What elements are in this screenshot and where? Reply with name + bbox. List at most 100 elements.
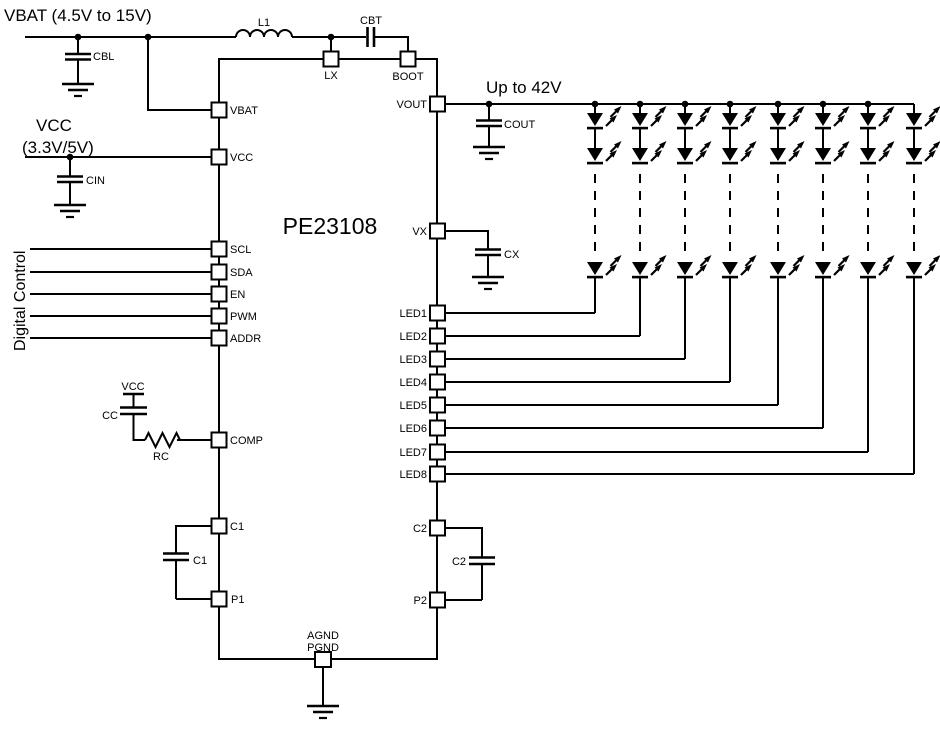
cbl-label: CBL <box>93 51 114 63</box>
ic-pins-top: LX BOOT <box>322 50 424 83</box>
cbt-capacitor <box>366 27 376 47</box>
digital-control-label: Digital Control <box>12 251 29 351</box>
pin-led1 <box>429 304 446 322</box>
pin-led5 <box>429 396 446 414</box>
vbat-input-rail: VBAT (4.5V to 15V) L1 CBL <box>4 6 366 111</box>
pin-p1 <box>210 590 228 608</box>
led-string-8 <box>445 104 940 475</box>
pin-vcc <box>210 148 228 166</box>
pin-led8 <box>429 465 446 483</box>
pin-led7-label: LED7 <box>399 447 427 459</box>
cc-label: CC <box>102 410 118 422</box>
digital-control-inputs: Digital Control <box>12 248 211 351</box>
cbt-wire <box>374 36 409 52</box>
ic-pins-right: VOUT VX LED1 LED2 LED3 LED4 LED5 LED6 LE… <box>396 95 446 609</box>
pin-agnd-label: AGND <box>307 630 339 642</box>
pin-boot-label: BOOT <box>392 71 423 83</box>
pin-p1-label: P1 <box>231 594 244 606</box>
c1-cap-loop: C1 <box>163 525 211 600</box>
c2-cap-label: C2 <box>452 556 466 568</box>
pin-c2 <box>429 519 446 537</box>
ic-pins-left: VBAT VCC SCL SDA EN PWM ADDR COMP C1 P1 <box>210 101 263 608</box>
vcc-input-label: VCC <box>36 116 72 135</box>
led-string-2 <box>445 100 667 337</box>
pin-pwm <box>210 307 228 325</box>
cout-label: COUT <box>504 119 535 131</box>
ground-symbol <box>305 704 341 720</box>
cout-capacitor <box>476 119 502 128</box>
pin-led4-label: LED4 <box>399 377 427 389</box>
bootstrap-network: CBT <box>330 15 409 52</box>
vcc-tap-label: VCC <box>121 381 144 393</box>
cc-lead2 <box>132 414 145 441</box>
cbl-capacitor <box>65 52 91 61</box>
led-string-3 <box>445 100 712 360</box>
pin-sda <box>210 263 228 281</box>
pin-vx <box>429 222 446 240</box>
pin-scl <box>210 240 228 258</box>
vbat-input-label: VBAT (4.5V to 15V) <box>4 6 152 25</box>
c2-lead <box>445 527 483 557</box>
cx-capacitor <box>475 248 501 257</box>
pin-led2 <box>429 327 446 345</box>
cx-lead <box>445 230 489 249</box>
pin-vx-label: VX <box>412 226 427 238</box>
ground-symbol <box>470 275 506 291</box>
cbt-label: CBT <box>360 15 382 27</box>
cc-capacitor <box>120 406 147 416</box>
led-string-1 <box>445 100 622 314</box>
vbat-pin-wire <box>147 37 211 111</box>
pin-led3 <box>429 350 446 368</box>
pin-scl-label: SCL <box>230 244 251 256</box>
c2-cap-loop: C2 <box>445 527 495 601</box>
pin-c1-label: C1 <box>230 521 244 533</box>
pin-led3-label: LED3 <box>399 354 427 366</box>
pin-addr-label: ADDR <box>230 333 261 345</box>
pin-led5-label: LED5 <box>399 400 427 412</box>
output-rail: Up to 42V COUT CX <box>445 78 914 291</box>
inductor-l1-label: L1 <box>258 17 270 29</box>
led-string-7 <box>445 100 895 453</box>
ground-symbol <box>471 145 507 161</box>
output-voltage-label: Up to 42V <box>486 78 562 97</box>
pin-led4 <box>429 373 446 391</box>
pin-addr <box>210 329 228 347</box>
pin-c1 <box>210 517 228 535</box>
c1-cap-label: C1 <box>193 555 207 567</box>
pin-comp-label: COMP <box>230 435 263 447</box>
led-array <box>445 100 940 475</box>
pin-p2-label: P2 <box>414 595 427 607</box>
ic-outline <box>218 58 438 660</box>
pin-comp <box>210 431 228 449</box>
inductor-l1-coil <box>235 29 293 38</box>
pin-sda-label: SDA <box>230 267 253 279</box>
pin-vout <box>429 95 446 113</box>
led-string-5 <box>445 100 805 406</box>
pin-led7 <box>429 443 446 461</box>
pin-lx <box>322 50 340 68</box>
pin-lx-label: LX <box>324 70 338 82</box>
pin-led6 <box>429 419 446 437</box>
pin-vbat-label: VBAT <box>230 105 258 117</box>
pin-en-label: EN <box>230 289 245 301</box>
pin-led2-label: LED2 <box>399 331 427 343</box>
ground-symbol <box>52 203 88 219</box>
pin-pwm-label: PWM <box>230 311 257 323</box>
ground-symbol <box>60 82 96 98</box>
pin-led6-label: LED6 <box>399 423 427 435</box>
pin-vout-label: VOUT <box>396 99 427 111</box>
cin-label: CIN <box>86 175 105 187</box>
pin-c2-label: C2 <box>413 523 427 535</box>
pin-vbat <box>210 101 228 119</box>
vcc-input-rail: VCC (3.3V/5V) CIN <box>22 116 211 219</box>
pin-led1-label: LED1 <box>399 308 427 320</box>
pin-vcc-label: VCC <box>230 152 253 164</box>
ic-body: PE23108 <box>218 58 438 660</box>
pin-p2 <box>429 591 446 609</box>
ic-name: PE23108 <box>283 213 378 239</box>
c1-capacitor <box>163 552 189 562</box>
led-string-6 <box>445 100 850 429</box>
rc-label: RC <box>153 451 169 463</box>
